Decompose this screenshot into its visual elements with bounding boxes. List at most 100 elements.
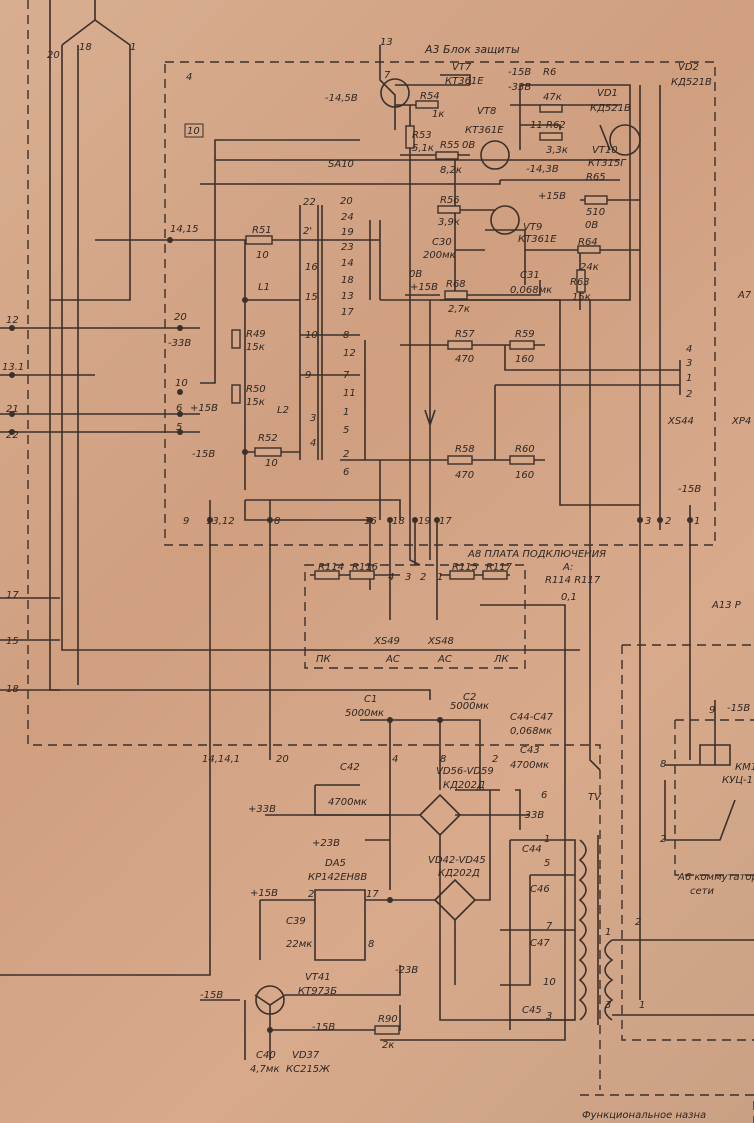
voltage-label: -15В [200, 990, 223, 1001]
km1-type: КУЦ-1 [722, 775, 753, 786]
pin-label: 6 [176, 403, 182, 414]
r55-value: 8,2к [440, 165, 462, 176]
block-a7-label: A7 [737, 290, 752, 301]
r64-label: R64 [578, 237, 598, 248]
r58-label: R58 [455, 444, 475, 455]
pin-label: 2 [420, 572, 426, 583]
pin-label: 20 [276, 754, 289, 765]
r63-value: 15к [572, 292, 591, 303]
r52-value: 10 [265, 458, 278, 469]
da5-type: КР142ЕН8В [308, 872, 367, 883]
pin-label: 18 [6, 684, 19, 695]
r56-value: 3,9к [438, 217, 460, 228]
vd56-vd59-label: VD56-VD59 [436, 766, 494, 777]
r53-label: R53 [412, 130, 432, 141]
pin-label: 15 [305, 292, 318, 303]
r51-label: R51 [252, 225, 272, 236]
voltage-label: -15В [508, 67, 531, 78]
c1-value: 5000мк [345, 708, 384, 719]
wires [0, 0, 754, 1060]
voltage-label: +15В [410, 282, 438, 293]
vd42-vd45-label: VD42-VD45 [428, 855, 486, 866]
pin-label: 12 [6, 315, 19, 326]
c45-label: C45 [522, 1005, 542, 1016]
pin-label: 3 [405, 572, 411, 583]
c40-value: 4,7мк [250, 1064, 280, 1075]
block-a6-label: сети [690, 886, 714, 897]
r64-value: 24к [580, 262, 599, 273]
r6-value: 47к [543, 92, 562, 103]
pin-label: 1 [694, 516, 700, 527]
block-a13-label: A13 Р [711, 600, 742, 611]
label-lk: ЛК [493, 654, 510, 665]
pin-label: 14,14,1 [202, 754, 240, 765]
pin-label: 16 [364, 516, 377, 527]
da5-label: DA5 [325, 858, 346, 869]
voltage-label: -14,5В [325, 93, 358, 104]
box-label: 11 [530, 120, 543, 131]
pin-label: 23 [341, 242, 354, 253]
pin-label: 20 [174, 312, 187, 323]
pin-label: 2' [303, 226, 312, 237]
pin-label: 6 [343, 467, 349, 478]
r60-label: R60 [515, 444, 535, 455]
pin-label: 11 [343, 388, 356, 399]
block-title: A3 Блок защиты [424, 43, 520, 56]
r58-value: 470 [455, 470, 474, 481]
pin-label: 9 [305, 370, 311, 381]
voltage-label: +15В [538, 191, 566, 202]
r57-label: R57 [455, 329, 475, 340]
c39-value: 22мк [286, 939, 312, 950]
r65-label: R65 [586, 172, 606, 183]
pin-label: 10 [305, 330, 318, 341]
pin-label: 3 [546, 1011, 552, 1022]
resistors [231, 100, 608, 1035]
c46-label: C46 [530, 884, 550, 895]
c30-label: C30 [432, 237, 452, 248]
label-pk: ПК [316, 654, 332, 665]
vd37-label: VD37 [292, 1050, 320, 1061]
pin-label: 18 [341, 275, 354, 286]
tv-transformer-label: TV [588, 792, 602, 803]
pin-label: 3 [605, 1000, 611, 1011]
c39-label: C39 [286, 916, 306, 927]
pin-label: 10 [543, 977, 556, 988]
pin-label: 2 [660, 834, 666, 845]
pin-label: 2 [492, 754, 498, 765]
pin-label: 7 [384, 70, 391, 81]
c47-label: C47 [530, 938, 550, 949]
c2-label: C2 [463, 692, 476, 703]
vt10-label: VT10 [592, 145, 618, 156]
pin-label: 24 [341, 212, 354, 223]
pin-label: 8 [274, 516, 280, 527]
c42-label: C42 [340, 762, 360, 773]
pin-label: 1 [605, 927, 611, 938]
voltage-label: +15В [190, 403, 218, 414]
pin-label: 19 [418, 516, 431, 527]
pin-label: 1 [437, 572, 443, 583]
xs49-connector-label: XS49 [373, 636, 400, 647]
r116-label: R116 [352, 562, 378, 573]
voltage-label: +33В [248, 804, 276, 815]
xs44-connector-label: XS44 [667, 416, 694, 427]
vt41-label: VT41 [305, 972, 331, 983]
pin-label: 4 [686, 344, 692, 355]
r56-label: R56 [440, 195, 460, 206]
r62-value: 3,3к [546, 145, 568, 156]
r49-label: R49 [246, 329, 266, 340]
pin-label: 18 [79, 42, 92, 53]
pin-label: 8 [368, 939, 374, 950]
r59-value: 160 [515, 354, 534, 365]
r114-label: R114 [318, 562, 344, 573]
l1-label: L1 [258, 282, 270, 293]
voltage-label: -15В [727, 703, 750, 714]
a8-note: 0,1 [561, 592, 577, 603]
pin-label: 3 [686, 358, 692, 369]
r63-label: R63 [570, 277, 590, 288]
pin-label: 4 [310, 438, 316, 449]
label-ac: АС [437, 654, 452, 665]
xs48-connector-label: XS48 [427, 636, 454, 647]
pin-label: 4 [392, 754, 398, 765]
